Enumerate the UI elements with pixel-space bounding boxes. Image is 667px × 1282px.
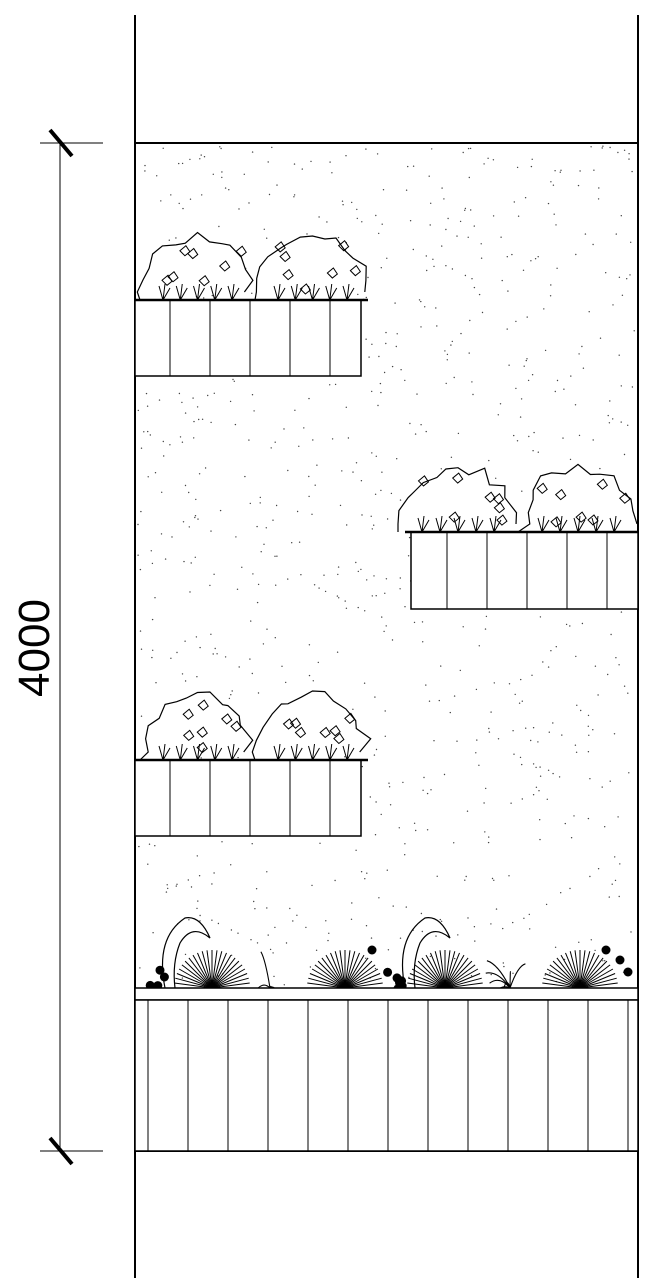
dimension-tick-top [48, 128, 74, 158]
shrub-foliage [136, 231, 367, 301]
shrub-foliage [397, 463, 638, 533]
dimension-label: 4000 [10, 599, 59, 697]
dimension-tick-bottom [48, 1136, 74, 1166]
dimension-line: 4000 [10, 128, 103, 1166]
planter-box-middle-right [397, 463, 639, 610]
planter-box-bottom [134, 917, 639, 1152]
planter-box-lower-left [134, 690, 372, 837]
shrub-foliage [139, 690, 372, 761]
planter-box-upper-left [134, 231, 368, 377]
